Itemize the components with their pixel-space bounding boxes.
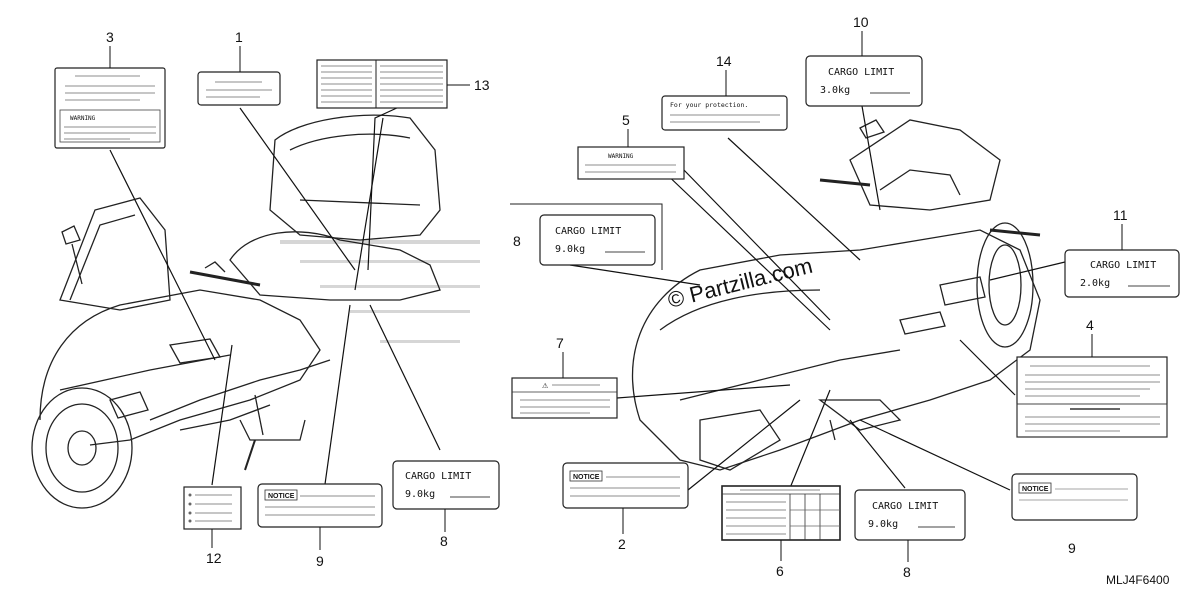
cargo-11-title: CARGO LIMIT	[1090, 260, 1156, 271]
label-8-cargo-middle: CARGO LIMIT 9.0kg	[539, 214, 656, 266]
label-10-cargo: CARGO LIMIT 3.0kg	[805, 55, 923, 107]
frame-bracket	[510, 203, 663, 270]
cargo-10-value: 3.0kg	[820, 85, 850, 96]
label-8-cargo-right: CARGO LIMIT 9.0kg	[854, 489, 966, 541]
callout-10: 10	[853, 14, 869, 30]
callout-2: 2	[618, 536, 626, 552]
callout-11: 11	[1113, 207, 1128, 223]
watermark: © Partzilla.com	[665, 253, 815, 313]
label-7-icon: ⚠	[542, 382, 548, 390]
callout-14: 14	[716, 53, 732, 69]
label-14-text: For your protection.	[670, 101, 748, 109]
callout-4: 4	[1086, 317, 1094, 333]
callout-8-right: 8	[903, 564, 911, 580]
label-9-notice-left: NOTICE	[257, 483, 383, 528]
label-4-info	[1016, 356, 1168, 438]
cargo-left-value: 9.0kg	[405, 489, 435, 500]
cargo-10-title: CARGO LIMIT	[828, 67, 894, 78]
label-1-info	[197, 71, 281, 106]
shading-pattern	[280, 240, 480, 343]
callout-5: 5	[622, 112, 630, 128]
callout-numbers: 3 1 13 12 9 8 8 5 14 10 11 7 4 2 6 8 9	[106, 14, 1128, 580]
cargo-middle-title: CARGO LIMIT	[555, 226, 621, 237]
label-14-protection: For your protection.	[661, 95, 788, 131]
label-12-list	[183, 486, 242, 530]
cargo-11-value: 2.0kg	[1080, 278, 1110, 289]
label-3-warning-text: WARNING	[70, 115, 96, 122]
diagram-code: MLJ4F6400	[1106, 573, 1170, 587]
label-7-caution: ⚠	[511, 377, 618, 419]
label-6-table	[721, 485, 841, 541]
callout-9-right: 9	[1068, 540, 1076, 556]
cargo-middle-value: 9.0kg	[555, 244, 585, 255]
label-9r-notice-text: NOTICE	[1022, 486, 1049, 493]
leader-lines	[109, 84, 1066, 521]
cargo-right-value: 9.0kg	[868, 519, 898, 530]
cargo-left-title: CARGO LIMIT	[405, 471, 471, 482]
label-9-notice-text: NOTICE	[268, 493, 295, 500]
callout-7: 7	[556, 335, 564, 351]
callout-1: 1	[235, 29, 243, 45]
callout-12: 12	[206, 550, 222, 566]
label-8-cargo-left: CARGO LIMIT 9.0kg	[392, 460, 500, 510]
callout-8-left: 8	[440, 533, 448, 549]
label-2-notice-text: NOTICE	[573, 474, 600, 481]
label-9-notice-right: NOTICE	[1011, 473, 1138, 521]
callout-13: 13	[474, 77, 490, 93]
label-5-warning: WARNING	[577, 146, 685, 180]
cargo-right-title: CARGO LIMIT	[872, 501, 938, 512]
callout-8-middle: 8	[513, 233, 521, 249]
label-5-warning-text: WARNING	[608, 153, 634, 160]
label-13-table	[316, 59, 448, 109]
callout-9-left: 9	[316, 553, 324, 569]
label-11-cargo: CARGO LIMIT 2.0kg	[1064, 249, 1180, 298]
callout-6: 6	[776, 563, 784, 579]
label-3-warning-info: WARNING	[54, 67, 166, 149]
label-2-notice: NOTICE	[562, 462, 689, 509]
motorcycle-left-illustration	[31, 114, 480, 509]
callout-3: 3	[106, 29, 114, 45]
